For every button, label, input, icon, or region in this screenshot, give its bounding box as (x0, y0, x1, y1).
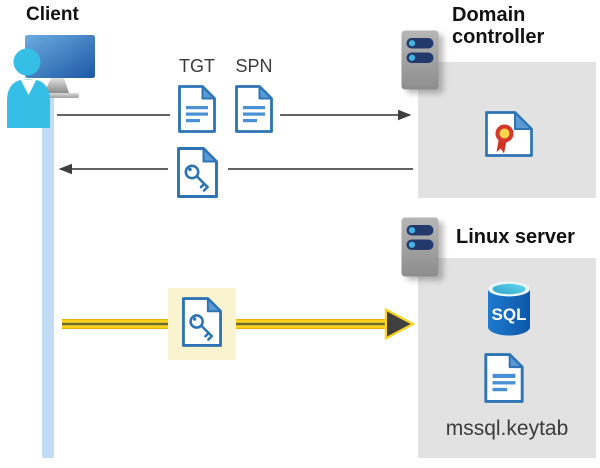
key-glyph (184, 164, 209, 192)
server-icon (401, 30, 439, 90)
client-device-icon (7, 35, 95, 128)
client-lifeline (42, 90, 54, 458)
tgt-document-icon (178, 85, 216, 133)
sql-database-icon: SQL (488, 281, 530, 336)
tgt-label: TGT (179, 56, 215, 76)
arrow-dc-to-client (58, 163, 413, 175)
key-document-icon (177, 147, 218, 198)
client-label: Client (26, 4, 79, 25)
linux-server-label: Linux server (456, 226, 575, 248)
key-document-icon (182, 297, 222, 347)
domain-controller-label: Domain controller (452, 4, 545, 49)
sql-icon-text: SQL (492, 305, 527, 324)
keytab-document-icon (484, 353, 524, 403)
keytab-filename-label: mssql.keytab (445, 417, 569, 440)
monitor-icon (25, 35, 95, 78)
arrow-client-to-linux-highlighted (62, 307, 416, 341)
server-icon (401, 217, 439, 277)
certificate-icon (485, 111, 533, 157)
spn-document-icon (235, 85, 273, 133)
user-icon (7, 48, 50, 128)
key-glyph (189, 314, 214, 341)
spn-label: SPN (235, 56, 273, 76)
